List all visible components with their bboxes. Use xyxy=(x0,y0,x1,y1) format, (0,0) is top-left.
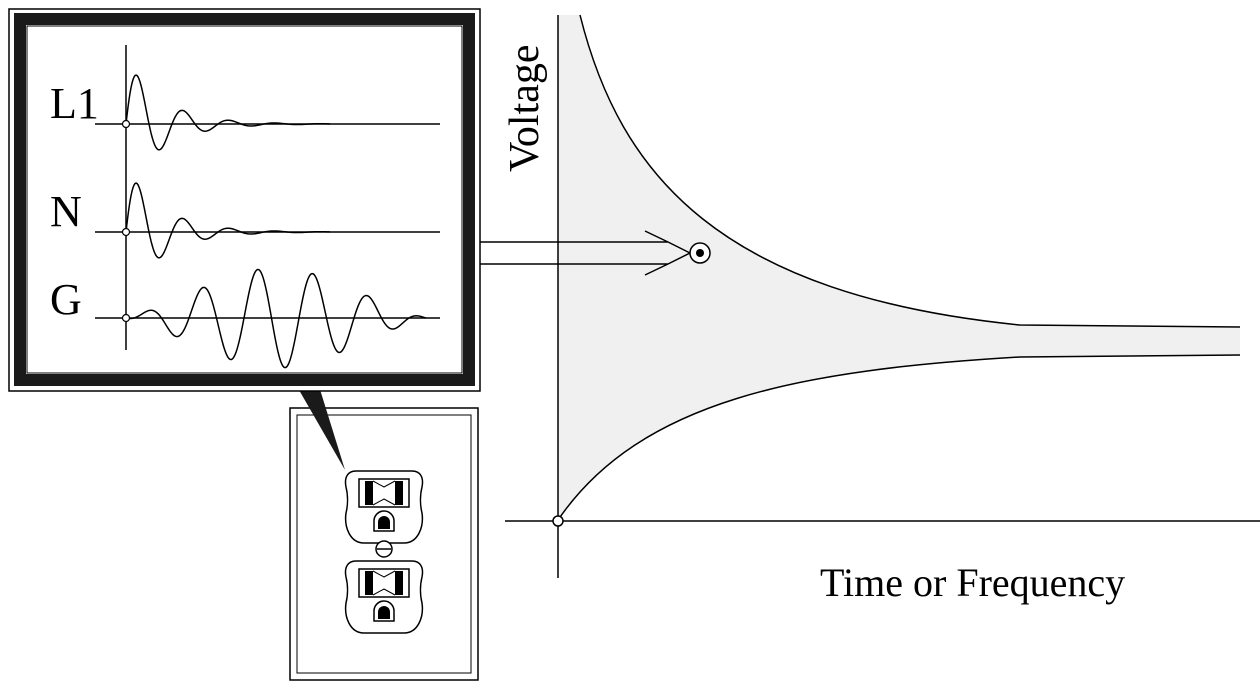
pointer-arrow-upper xyxy=(480,230,691,254)
slot-divider xyxy=(372,570,396,596)
n-label: N xyxy=(50,187,82,236)
wall-outlet-plate xyxy=(289,407,479,681)
pointer-arrows xyxy=(480,230,711,276)
scope-callout: L1 N G xyxy=(8,8,481,392)
l1-origin-marker xyxy=(121,119,131,129)
receptacle-lower xyxy=(344,560,424,634)
neutral-slot xyxy=(365,481,373,505)
envelope-fill xyxy=(558,15,1240,520)
l1-waveform xyxy=(125,74,331,151)
neutral-slot xyxy=(365,571,373,595)
bubble-pointer xyxy=(295,383,345,470)
n-origin-marker xyxy=(121,227,131,237)
envelope-lower-curve xyxy=(557,354,1241,521)
plate-inner xyxy=(296,414,472,674)
scope-frame-band xyxy=(14,13,475,386)
y-axis-label: Voltage xyxy=(502,44,548,172)
pointer-arrow-lower xyxy=(480,252,691,276)
origin-marker xyxy=(552,515,564,527)
l1-label: L1 xyxy=(50,79,99,128)
g-label: G xyxy=(50,275,82,324)
n-waveform xyxy=(125,182,331,259)
hot-slot xyxy=(395,571,403,595)
slot-divider xyxy=(372,480,396,506)
receptacle-upper xyxy=(344,470,424,544)
ground-hole xyxy=(378,606,390,619)
envelope-upper-curve xyxy=(579,14,1241,328)
x-axis-label: Time or Frequency xyxy=(820,560,1125,605)
envelope-chart: Voltage Time or Frequency xyxy=(502,14,1260,605)
ground-hole xyxy=(378,516,390,529)
measurement-point-dot xyxy=(696,249,704,257)
g-waveform xyxy=(125,268,427,369)
g-origin-marker xyxy=(121,313,131,323)
hot-slot xyxy=(395,481,403,505)
